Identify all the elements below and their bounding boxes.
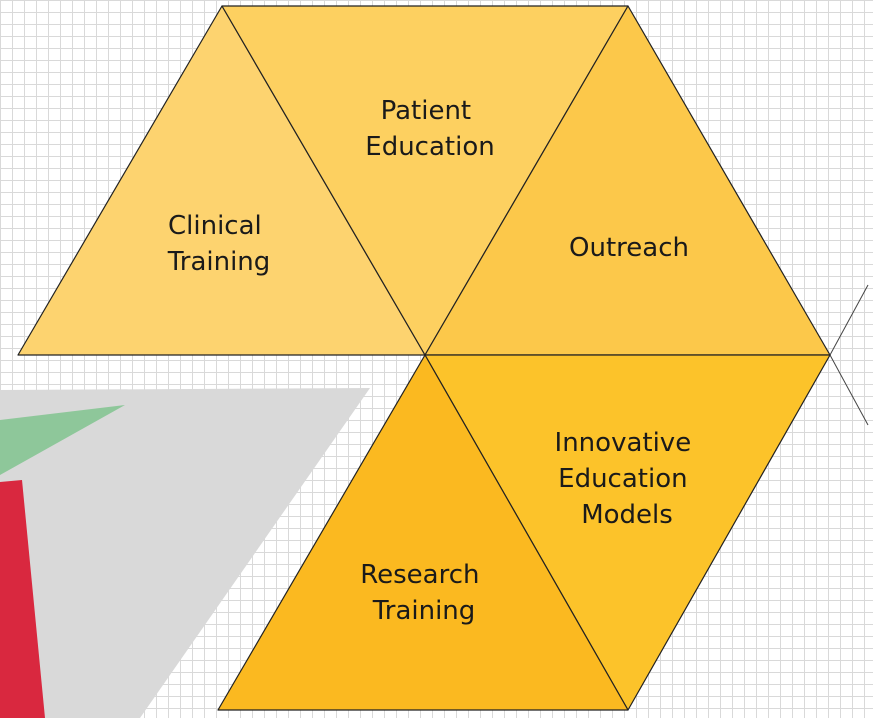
red-shape xyxy=(0,480,45,718)
label-research-training: Research Training xyxy=(360,560,488,626)
label-outreach: Outreach xyxy=(569,233,689,263)
segments xyxy=(17,5,831,711)
connector-lines xyxy=(829,284,869,426)
connector-line-upper xyxy=(829,284,869,356)
background-decoration xyxy=(0,388,370,718)
green-shape xyxy=(0,405,125,475)
labels: Clinical Training Patient Education Outr… xyxy=(167,96,700,626)
label-clinical-training: Clinical Training xyxy=(167,211,271,277)
label-patient-education: Patient Education xyxy=(365,96,494,162)
label-innovative-education-models: Innovative Education Models xyxy=(555,428,700,530)
segment-research-training xyxy=(217,354,629,711)
gray-shape xyxy=(0,388,370,718)
connector-line-lower xyxy=(829,354,869,426)
